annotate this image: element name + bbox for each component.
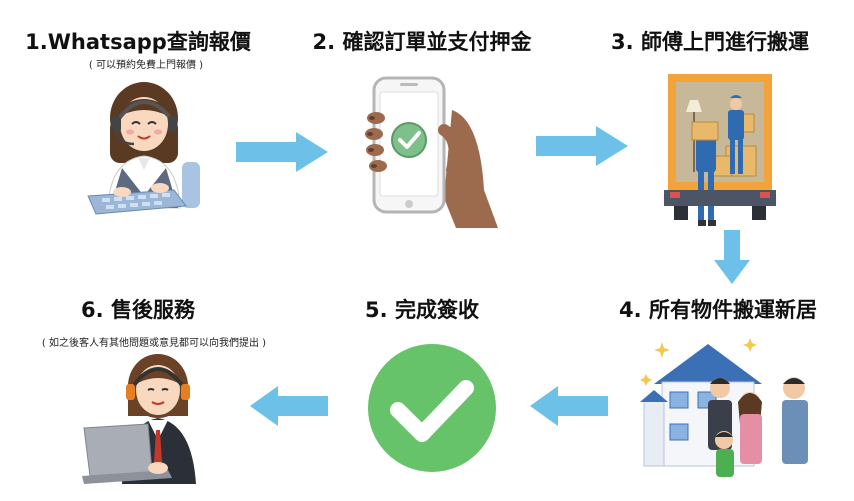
phone-confirm-illustration	[365, 76, 498, 228]
step-6-title: 6. 售後服務	[81, 298, 195, 322]
step-5-title: 5. 完成簽收	[365, 298, 479, 322]
arrow-5-to-6	[250, 386, 328, 426]
arrow-4-to-5	[530, 386, 608, 426]
step-1-note: ( 可以預約免費上門報價 )	[88, 60, 204, 71]
call-agent-illustration	[87, 82, 200, 215]
support-agent-illustration	[82, 354, 196, 484]
step-2-title: 2. 確認訂單並支付押金	[312, 30, 532, 54]
step-4-title: 4. 所有物件搬運新居	[619, 298, 817, 322]
step-3-title: 3. 師傅上門進行搬運	[611, 30, 809, 54]
family-house-illustration	[640, 338, 808, 477]
step-1-title: 1.Whatsapp查詢報價	[25, 30, 251, 54]
step-6-note: ( 如之後客人有其他問題或意見都可以向我們提出 )	[41, 338, 267, 349]
completed-check-icon	[368, 344, 496, 472]
arrow-3-to-4	[714, 230, 750, 284]
arrow-2-to-3	[536, 126, 628, 166]
movers-truck-illustration	[664, 74, 776, 226]
arrow-1-to-2	[236, 132, 328, 172]
